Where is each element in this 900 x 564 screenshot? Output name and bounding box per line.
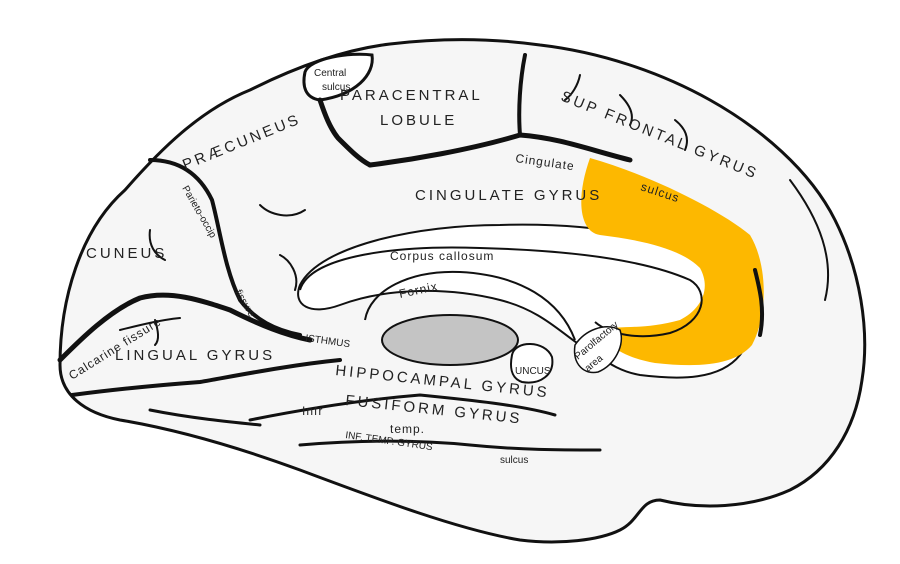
sulci — [57, 53, 829, 452]
central-sulcus-region — [302, 52, 374, 102]
label-temp: temp. — [390, 422, 425, 436]
label-corpus-callosum: Corpus callosum — [390, 249, 494, 263]
fornix-arc — [364, 270, 576, 341]
label-central-sulcus-1: Central — [314, 68, 346, 79]
label-paracentral-1: PARACENTRAL — [340, 87, 483, 104]
thalamus — [381, 314, 519, 366]
corpus-callosum-loop — [299, 246, 703, 338]
label-paracentral-2: LOBULE — [380, 112, 457, 129]
label-lingual-gyrus: LINGUAL GYRUS — [115, 347, 275, 364]
label-uncus: UNCUS — [515, 366, 551, 377]
label-cingulate-gyrus: CINGULATE GYRUS — [415, 187, 602, 204]
label-central-sulcus-2: sulcus — [322, 82, 350, 93]
parolfactory-outline — [573, 326, 622, 374]
label-cuneus: CUNEUS — [86, 245, 167, 262]
uncus-outline — [510, 343, 554, 384]
highlighted-region — [581, 158, 764, 366]
label-sulcus-bottom: sulcus — [500, 455, 528, 466]
label-infr: Infr — [302, 404, 323, 418]
